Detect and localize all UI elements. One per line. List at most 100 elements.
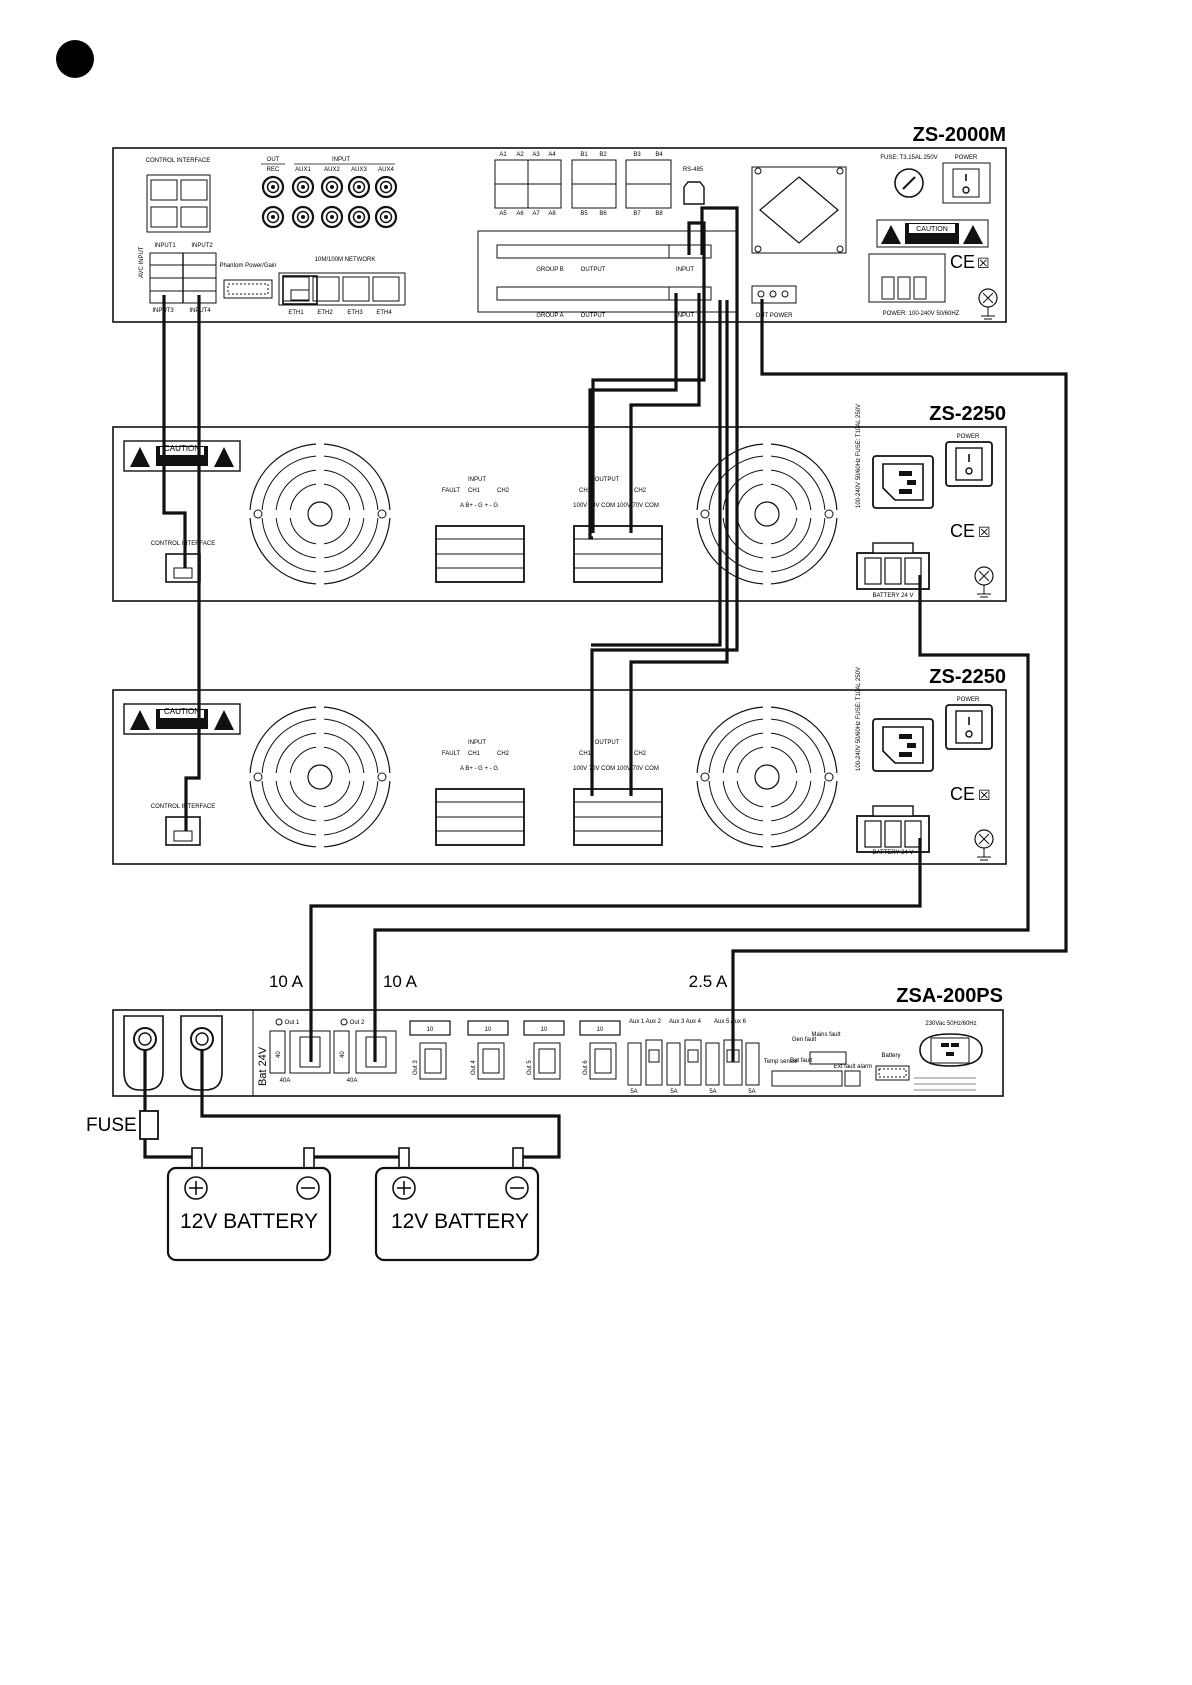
mixer-power-rating: POWER: 100-240V 50/60HZ [883,311,960,317]
b5-label: B5 [580,211,588,217]
amp2-input-terminal[interactable] [435,788,525,846]
amp1-ch2-label: CH2 [497,488,510,494]
amp2-input-label: INPUT [468,740,486,746]
phantom-dip-switch[interactable] [223,279,273,299]
a3-label: A3 [532,152,540,158]
amp2-caution-label: CAUTION [123,703,241,735]
psu-table-lines [914,1077,976,1091]
amp2-output-terminal[interactable] [573,788,663,846]
amp1-mains-inlet[interactable] [872,455,934,509]
eth3-label: ETH3 [347,310,363,316]
psu-aux-fuses [627,1042,760,1086]
mixer-weee-icon: ☒ [977,255,990,271]
psu-fuse-40-out1: 40 [276,1051,282,1058]
amp1-power-label: POWER [957,434,980,440]
group-a-terminal-strip[interactable] [496,286,712,301]
psu-bat-fault-label: Bat fault [790,1058,812,1064]
mixer-mains-socket[interactable] [868,253,946,303]
psu-alarm-terminals[interactable] [771,1051,861,1087]
battery-1: 12V BATTERY [166,1147,332,1262]
vent-grille [751,166,847,254]
amp1-power-switch[interactable] [945,441,993,487]
psu-out3[interactable]: 10 Out 3 [409,1020,451,1080]
amp1-input-terminal[interactable] [435,525,525,583]
psu-out6[interactable]: 10 Out 6 [579,1020,621,1080]
amp1-caution-label: CAUTION [123,440,241,472]
psu-battery-dip[interactable] [875,1065,910,1081]
a5-label: A5 [499,211,507,217]
mixer-power-label: POWER [955,155,978,161]
mixer-fuse-holder [894,168,924,198]
psu-mains-inlet[interactable] [919,1033,983,1067]
mixer-caution-text: CAUTION [916,226,948,233]
mixer-control-rj45-ports[interactable] [150,179,208,228]
zone-b2-terminals[interactable] [625,159,672,209]
mixer-fuse-label: FUSE: T3.15AL 250V [880,155,937,161]
psu-out5[interactable]: 10 Out 5 [523,1020,565,1080]
amp2-control-rj45[interactable] [165,816,201,846]
amp2-ce-mark: CE [950,784,975,804]
psu-aux12-label: Aux 1 Aux 2 [629,1019,662,1025]
amp2-title: ZS-2250 [929,666,1006,688]
a8-label: A8 [548,211,556,217]
zone-a-terminals[interactable] [494,159,562,209]
psu-aux-fuse-1: 5A [630,1089,637,1095]
section-marker [56,40,94,78]
avc-input-terminals[interactable] [149,252,217,304]
psu-out6-fuse: 10 [597,1027,604,1033]
amp2-out-ch1-label: CH1 [579,751,592,757]
b6-label: B6 [599,211,607,217]
amp2-ch1-label: CH1 [468,751,481,757]
amp1-output-terminal[interactable] [573,525,663,583]
amp2-output-label: OUTPUT [595,740,620,746]
amp1-control-rj45[interactable] [165,553,201,583]
rs485-port[interactable] [683,181,705,205]
mixer-power-switch[interactable] [942,162,991,204]
a6-label: A6 [516,211,524,217]
battery-1-label: 12V BATTERY [180,1210,318,1233]
amp1-title: ZS-2250 [929,403,1006,425]
amp1-input-pins: A B+ - G + - G [460,503,498,509]
psu-out3-fuse: 10 [427,1027,434,1033]
amp2-power-switch[interactable] [945,704,993,750]
psu-out4[interactable]: 10 Out 4 [467,1020,509,1080]
amp1-caution-text: CAUTION [164,444,200,453]
group-b-input-label: INPUT [676,267,694,273]
psu-fuse-40-out2: 40 [340,1051,346,1058]
amp1-battery-label: BATTERY 24 V [872,593,913,599]
amp2-fault-label: FAULT [442,751,461,757]
psu-out5-label: Out 5 [527,1060,533,1075]
amp2-weee-icon: ☒ [978,787,991,803]
eth-ports[interactable] [282,276,400,302]
zone-b1-terminals[interactable] [571,159,617,209]
group-a-input-label: INPUT [676,313,694,319]
battery-2: 12V BATTERY [374,1147,540,1262]
zs-2250-unit-2: ZS-2250 CAUTION CONTROL INTERFACE INPUT … [112,666,1007,865]
mixer-rec-label: REC [267,167,280,173]
mixer-input2-label: INPUT2 [191,243,213,249]
psu-aux12-terminal[interactable] [645,1039,663,1086]
amp2-power-label: POWER [957,697,980,703]
psu-aux34-terminal[interactable] [684,1039,702,1086]
network-label: 10M/100M NETWORK [315,257,376,263]
amp1-weee-icon: ☒ [978,524,991,540]
psu-mains-label: 230Vac 50Hz/60Hz [925,1021,976,1027]
out-power-terminal[interactable] [751,285,797,304]
amp2-input-pins: A B+ - G + - G [460,766,498,772]
network-ports[interactable] [278,272,406,306]
amp2-control-interface-label: CONTROL INTERFACE [151,804,215,810]
b1-label: B1 [580,152,588,158]
psu-fuse-40a-out1: 40A [280,1078,291,1084]
amp2-battery-label: BATTERY 24 V [872,850,913,856]
a2-label: A2 [516,152,524,158]
b4-label: B4 [655,152,663,158]
amp1-fault-label: FAULT [442,488,461,494]
amp2-mains-inlet[interactable] [872,718,934,772]
mixer-caution-label: CAUTION [876,219,989,248]
psu-battery-label: Battery [881,1053,900,1059]
psu-mains-fault-label: Mains fault [811,1032,840,1038]
psu-out6-label: Out 6 [583,1060,589,1075]
battery-2-label: 12V BATTERY [391,1210,529,1233]
mixer-aux4-label: AUX4 [378,167,394,173]
a7-label: A7 [532,211,540,217]
